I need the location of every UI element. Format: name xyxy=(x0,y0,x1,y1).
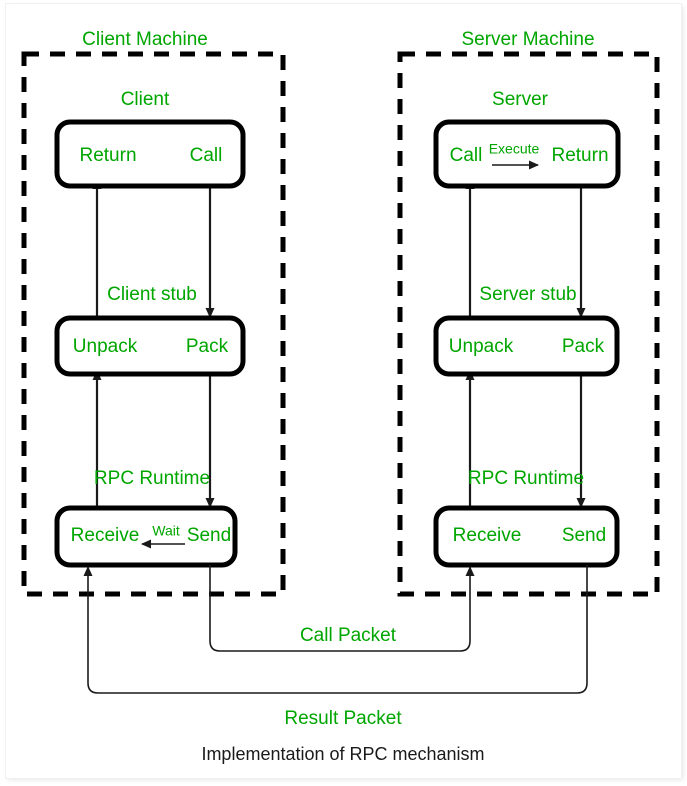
server-stub-label: Server stub xyxy=(479,284,576,305)
client-rpc-runtime-label: RPC Runtime xyxy=(94,468,210,489)
client-port-call: Call xyxy=(190,145,223,166)
client-port-return: Return xyxy=(79,145,136,166)
server-stub-port-unpack: Unpack xyxy=(449,336,514,357)
client-machine-boundary xyxy=(21,51,286,597)
server-runtime-port-receive: Receive xyxy=(453,525,522,546)
server-rpc-runtime-box xyxy=(433,505,620,568)
server-machine-title: Server Machine xyxy=(461,29,594,50)
client-stub-label: Client stub xyxy=(107,284,197,305)
client-runtime-port-receive: Receive xyxy=(71,525,140,546)
server-box xyxy=(433,119,621,189)
execute-arrow-label: Execute xyxy=(489,141,540,157)
call-packet-label: Call Packet xyxy=(300,625,397,646)
server-stub-box xyxy=(433,315,620,377)
client-machine-title: Client Machine xyxy=(82,29,208,50)
result-packet-path xyxy=(83,565,588,694)
client-layer-label: Client xyxy=(121,89,170,110)
client-stub-port-pack: Pack xyxy=(186,336,229,357)
client-runtime-port-send: Send xyxy=(187,525,231,546)
client-box xyxy=(54,119,246,189)
server-rpc-runtime-label: RPC Runtime xyxy=(468,468,584,489)
result-packet-label: Result Packet xyxy=(284,708,402,729)
server-port-return: Return xyxy=(551,145,608,166)
server-layer-label: Server xyxy=(492,89,549,110)
server-stub-port-pack: Pack xyxy=(562,336,605,357)
call-packet-path xyxy=(209,565,475,652)
server-machine-boundary xyxy=(397,51,660,597)
client-stub-port-unpack: Unpack xyxy=(73,336,138,357)
server-runtime-port-send: Send xyxy=(562,525,606,546)
server-port-call: Call xyxy=(450,145,483,166)
client-stub-box xyxy=(54,315,246,377)
client-rpc-runtime-box xyxy=(54,505,238,568)
wait-arrow-label: Wait xyxy=(152,523,180,539)
diagram-caption: Implementation of RPC mechanism xyxy=(201,744,484,764)
